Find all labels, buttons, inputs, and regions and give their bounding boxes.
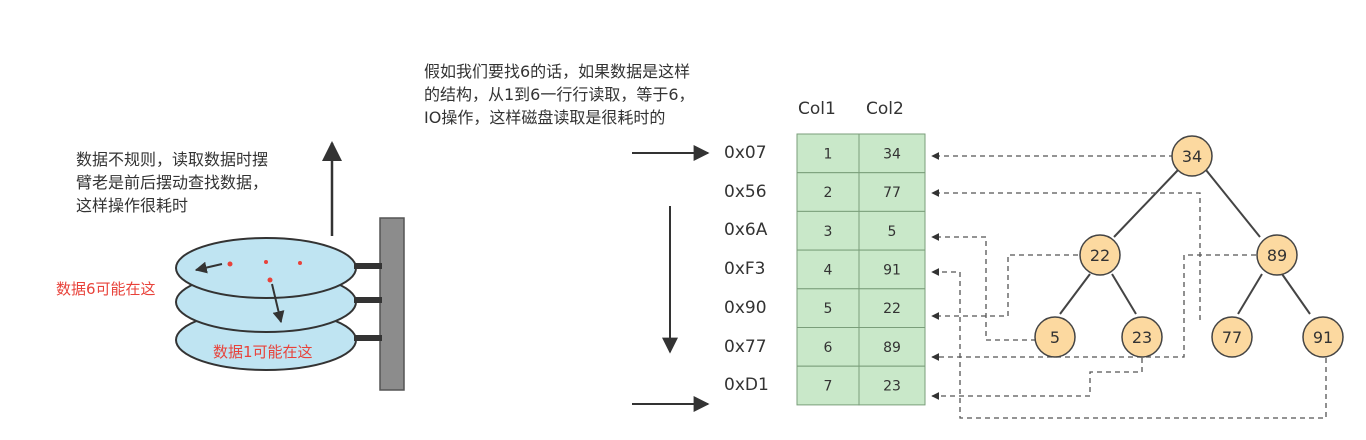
left-caption-line: 臂老是前后摆动查找数据， — [76, 173, 269, 192]
data-point — [264, 260, 268, 264]
table-cell-col1 — [796, 210, 860, 251]
tree-node-label: 77 — [1222, 328, 1242, 347]
table-cell-value: 34 — [883, 146, 901, 162]
pointer-77 — [931, 189, 1201, 320]
tree-node — [1302, 316, 1344, 358]
tree-edge — [1111, 273, 1137, 315]
data-point — [227, 261, 233, 267]
table-cell-value: 2 — [824, 185, 833, 201]
tree-node-label: 22 — [1090, 246, 1110, 265]
disk-arm-1 — [354, 263, 382, 269]
data1-note: 数据1可能在这 — [213, 343, 313, 361]
tree-node-label: 91 — [1313, 328, 1333, 347]
table-cell-value: 4 — [824, 262, 833, 278]
tree-node — [1079, 234, 1121, 276]
table-cell-value: 7 — [824, 379, 833, 395]
tree-node-label: 34 — [1182, 147, 1202, 166]
disk-arm-pillar — [379, 217, 405, 391]
table-cell-col1 — [796, 365, 860, 406]
pointer-91 — [931, 268, 1327, 419]
table-cell-value: 6 — [824, 340, 833, 356]
disk-arm-2 — [354, 297, 382, 303]
row-address: 0x56 — [724, 181, 767, 202]
left-caption-line: 这样操作很耗时 — [76, 196, 189, 215]
row-address: 0x07 — [724, 143, 767, 163]
pointer-23 — [931, 358, 1143, 400]
tree-node-label: 5 — [1050, 328, 1060, 347]
tree: 34 22 89 5 23 77 91 — [1034, 135, 1344, 358]
row-address: 0x77 — [724, 336, 767, 357]
tree-edge — [1237, 273, 1263, 315]
table-cell-value: 77 — [883, 185, 901, 201]
table-cell-col2 — [858, 172, 926, 212]
table-cell-value: 5 — [888, 224, 897, 240]
table-cell-value: 5 — [824, 301, 833, 317]
table-cell-value: 22 — [883, 301, 901, 317]
tree-edge — [1281, 273, 1311, 315]
table-cell-col2 — [858, 288, 926, 328]
tree-node — [1211, 316, 1253, 358]
data-table: 1 34 2 77 3 5 4 91 5 22 6 89 7 23 — [796, 133, 926, 406]
table-cell-value: 89 — [883, 340, 901, 356]
table-cell-value: 1 — [824, 146, 833, 162]
table-cell-value: 23 — [883, 379, 901, 395]
table-cell-col2 — [858, 365, 926, 406]
table-cell-col1 — [796, 327, 860, 367]
tree-node — [1256, 234, 1298, 276]
table-cell-col2 — [858, 327, 926, 367]
table-cell-col2 — [858, 249, 926, 290]
row-address: 0x6A — [724, 220, 768, 241]
disk-arm-3 — [354, 335, 382, 341]
row-address: 0xD1 — [724, 375, 769, 396]
middle-caption-line: 假如我们要找6的话，如果数据是这样 — [424, 62, 691, 81]
data6-note: 数据6可能在这 — [56, 280, 156, 298]
left-caption-line: 数据不规则，读取数据时摆 — [76, 150, 269, 169]
tree-node — [1034, 316, 1076, 358]
table-cell-col2 — [858, 133, 926, 174]
data-point — [267, 277, 273, 283]
data-point — [298, 261, 302, 265]
seek-arrow-left — [194, 261, 223, 274]
left-caption: 数据不规则，读取数据时摆 臂老是前后摆动查找数据， 这样操作很耗时 — [76, 148, 268, 217]
tree-node — [1171, 135, 1213, 177]
tree-edge — [1113, 169, 1179, 238]
table-cell-col1 — [796, 172, 860, 212]
row-address: 0x90 — [724, 297, 767, 318]
tree-edge — [1059, 273, 1091, 315]
table-cell-col2 — [858, 210, 926, 251]
tree-pointers — [931, 152, 1327, 419]
pointer-22 — [931, 254, 1078, 320]
tree-node-label: 89 — [1267, 246, 1287, 265]
pointer-5 — [931, 233, 1036, 341]
middle-caption-line: 的结构，从1到6一行行读取，等于6， — [424, 85, 695, 104]
seek-arrow-down — [271, 283, 285, 324]
middle-caption-line: IO操作，这样磁盘读取是很耗时的 — [424, 108, 666, 127]
col1-header: Col1 — [798, 99, 836, 119]
table-cell-value: 3 — [824, 224, 833, 240]
col2-header: Col2 — [866, 99, 904, 119]
table-cell-value: 91 — [883, 262, 901, 278]
table-cell-col1 — [796, 249, 860, 290]
tree-node — [1121, 316, 1163, 358]
middle-caption: 假如我们要找6的话，如果数据是这样 的结构，从1到6一行行读取，等于6， IO操… — [424, 60, 695, 129]
tree-node-label: 23 — [1132, 328, 1152, 347]
row-address: 0xF3 — [724, 259, 766, 280]
tree-edge — [1205, 169, 1261, 238]
tree-edges — [1059, 169, 1311, 315]
disk-illustration — [175, 141, 405, 391]
